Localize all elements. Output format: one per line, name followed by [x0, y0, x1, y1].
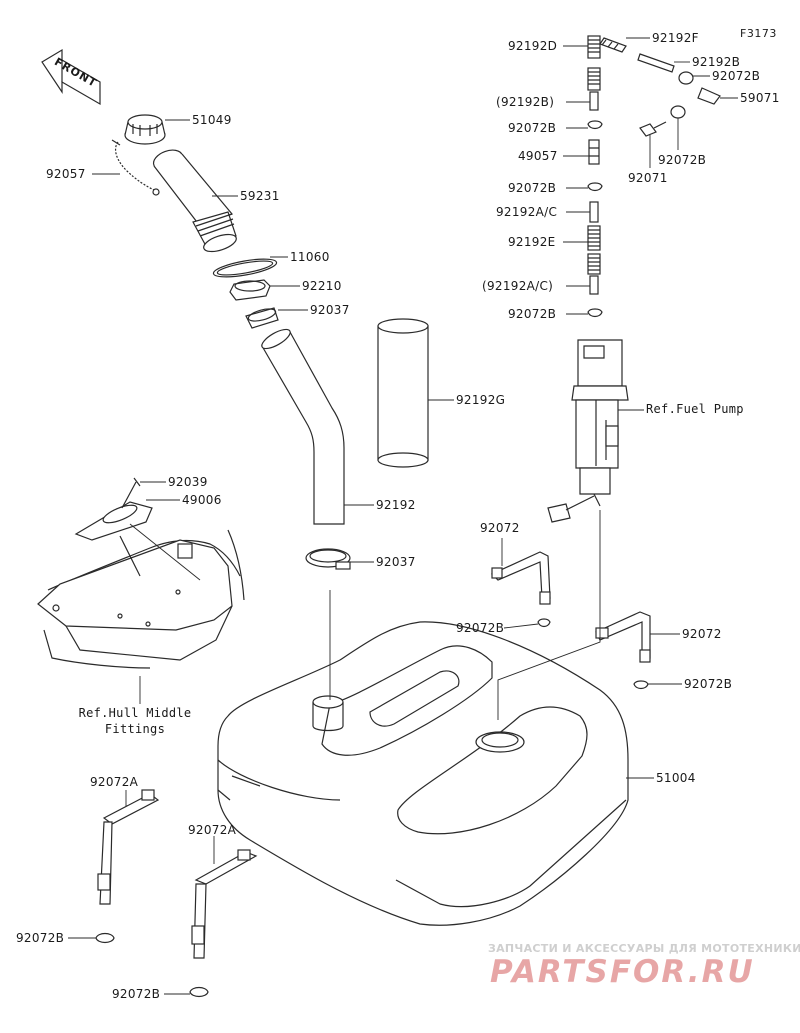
label-92072B-mid: 92072B [456, 621, 505, 635]
hose-clamp-bottom-part [305, 548, 351, 570]
label-92072B-right1: 92072B [712, 69, 761, 83]
label-92072B-bl2: 92072B [112, 987, 161, 1001]
label-92192B-top: 92192B [692, 55, 741, 69]
label-92192B-paren: (92192B) [496, 95, 555, 109]
label-92037-top: 92037 [310, 303, 350, 317]
label-59231: 59231 [240, 189, 280, 203]
label-92192AC-paren: (92192A/C) [482, 279, 554, 293]
label-ref-hull-line1: Ref.Hull Middle [78, 706, 192, 720]
label-92072B-a: 92072B [508, 121, 557, 135]
label-92072B-b: 92072B [508, 181, 557, 195]
watermark-logo: PARTSFOR.RU [490, 954, 755, 990]
label-92192: 92192 [376, 498, 416, 512]
label-92072B-right2: 92072B [658, 153, 707, 167]
watermark-tagline: ЗАПЧАСТИ И АКСЕССУАРЫ ДЛЯ МОТОТЕХНИКИ [488, 942, 800, 955]
label-92057: 92057 [46, 167, 86, 181]
label-92037-bottom: 92037 [376, 555, 416, 569]
label-92072-left: 92072 [480, 521, 520, 535]
straight-hose-part [377, 318, 429, 468]
label-92072-right: 92072 [682, 627, 722, 641]
label-92072B-right3: 92072B [684, 677, 733, 691]
label-92072A-1: 92072A [90, 775, 139, 789]
label-51049: 51049 [192, 113, 232, 127]
fuel-pump-body-part [547, 339, 629, 523]
hose-clamp-top-part [245, 307, 279, 329]
strap-right-part [595, 611, 651, 690]
cap-strap-part [111, 139, 160, 196]
grommet-plate-part [74, 477, 153, 577]
filler-neck-part [152, 149, 237, 253]
fuel-tank-part [217, 621, 629, 926]
label-92072B-c: 92072B [508, 307, 557, 321]
label-49006: 49006 [182, 493, 222, 507]
strap-a1-part [95, 789, 160, 944]
curved-fuel-hose-part [261, 328, 345, 525]
label-92192AC: 92192A/C [496, 205, 558, 219]
label-92071: 92071 [628, 171, 668, 185]
label-51004: 51004 [656, 771, 696, 785]
label-49057: 49057 [518, 149, 558, 163]
o-ring-part [212, 258, 278, 278]
label-11060: 11060 [290, 250, 330, 264]
strap-left-part [490, 551, 551, 628]
fuel-cap-part [124, 114, 166, 145]
label-92210: 92210 [302, 279, 342, 293]
label-92192G: 92192G [456, 393, 506, 407]
nut-part [229, 279, 271, 301]
hull-middle-fittings-part [37, 529, 245, 669]
figure-code: F3173 [740, 27, 777, 40]
fuel-pump-small-parts [587, 35, 721, 318]
label-92192D: 92192D [508, 39, 558, 53]
label-59071: 59071 [740, 91, 780, 105]
strap-a2-part [189, 849, 258, 998]
leader-lines [68, 37, 738, 995]
label-ref-fuel-pump: Ref.Fuel Pump [646, 402, 744, 416]
label-ref-hull-line2: Fittings [104, 722, 166, 736]
label-92072B-bl1: 92072B [16, 931, 65, 945]
label-92072A-2: 92072A [188, 823, 237, 837]
label-92192E: 92192E [508, 235, 556, 249]
front-arrow-icon [41, 48, 101, 106]
label-92039: 92039 [168, 475, 208, 489]
label-92192F: 92192F [652, 31, 699, 45]
